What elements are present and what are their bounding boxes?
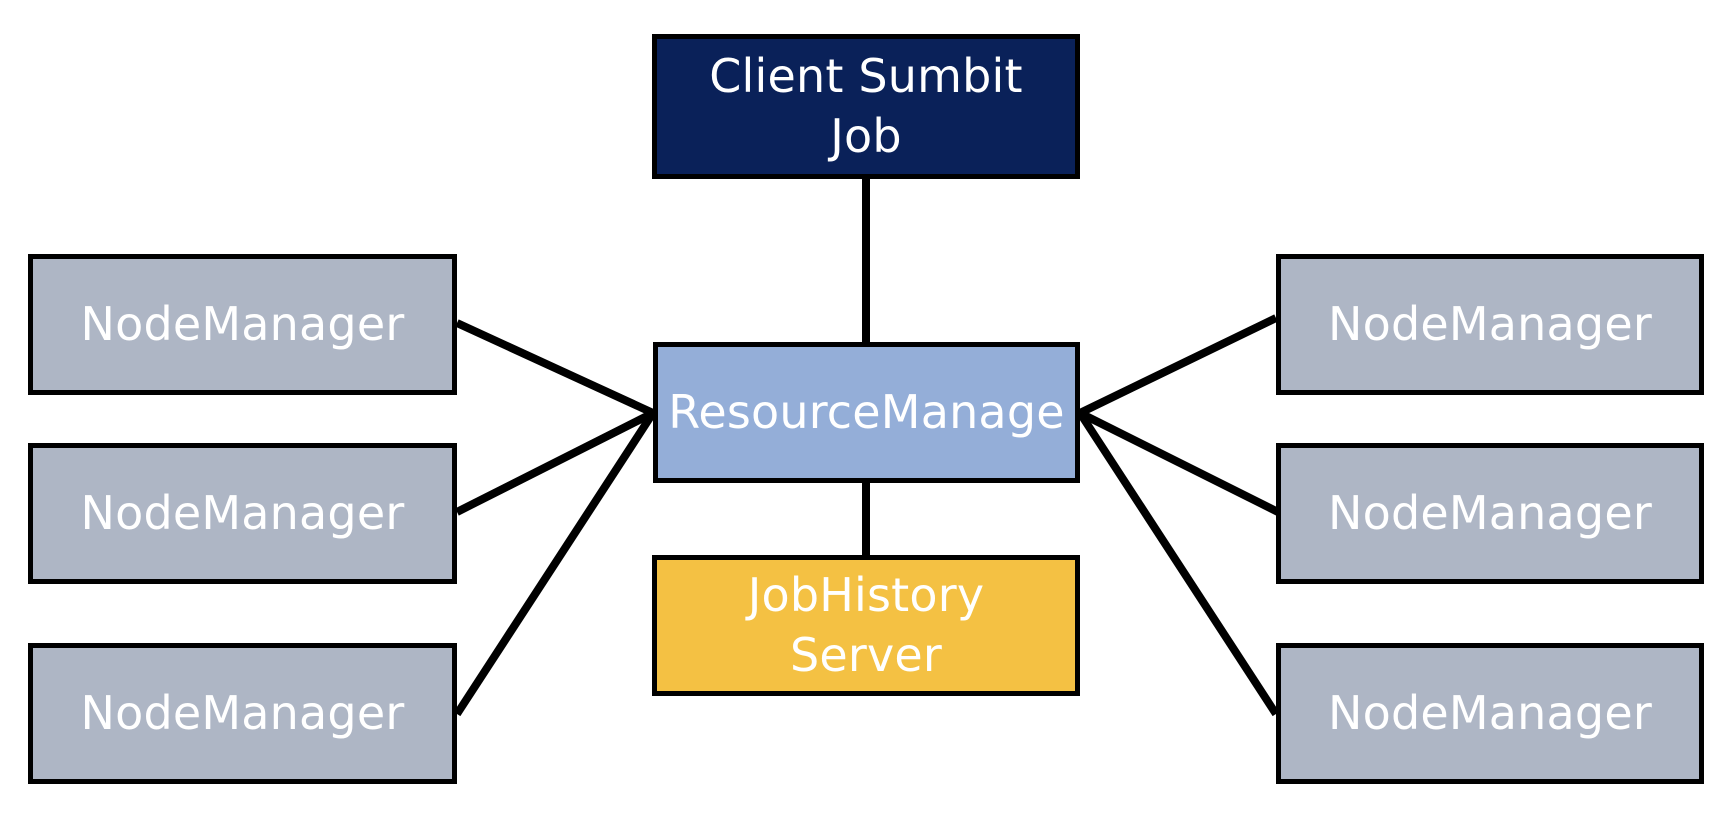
node-manager-box: NodeManager xyxy=(1276,443,1704,584)
client-submit-job-box: Client Sumbit Job xyxy=(652,34,1080,179)
node-manager-box: NodeManager xyxy=(28,254,457,395)
edge-resource-manager-to-right-nm3 xyxy=(1076,410,1280,717)
node-manager-box: NodeManager xyxy=(1276,254,1704,395)
node-manager-label: NodeManager xyxy=(1328,485,1652,540)
job-history-server-label: JobHistory Server xyxy=(747,567,985,682)
node-manager-label: NodeManager xyxy=(1328,685,1652,740)
node-manager-label: NodeManager xyxy=(1328,296,1652,351)
node-manager-box: NodeManager xyxy=(28,643,457,784)
resource-manager-box: ResourceManage xyxy=(653,342,1080,483)
node-manager-box: NodeManager xyxy=(1276,643,1704,784)
resource-manager-label: ResourceManage xyxy=(668,384,1065,439)
edge-resource-manager-to-right-nm1 xyxy=(1078,314,1278,417)
node-manager-label: NodeManager xyxy=(80,685,405,740)
node-manager-box: NodeManager xyxy=(28,443,457,584)
client-submit-job-label: Client Sumbit Job xyxy=(709,48,1023,163)
node-manager-label: NodeManager xyxy=(80,296,405,351)
job-history-server-box: JobHistory Server xyxy=(652,555,1080,696)
node-manager-label: NodeManager xyxy=(80,485,405,540)
edge-resource-manager-to-right-nm2 xyxy=(1078,409,1284,518)
edge-left-nm1-to-resource-manager xyxy=(455,319,655,417)
edge-left-nm3-to-resource-manager xyxy=(453,410,657,717)
edge-left-nm2-to-resource-manager xyxy=(455,409,655,516)
